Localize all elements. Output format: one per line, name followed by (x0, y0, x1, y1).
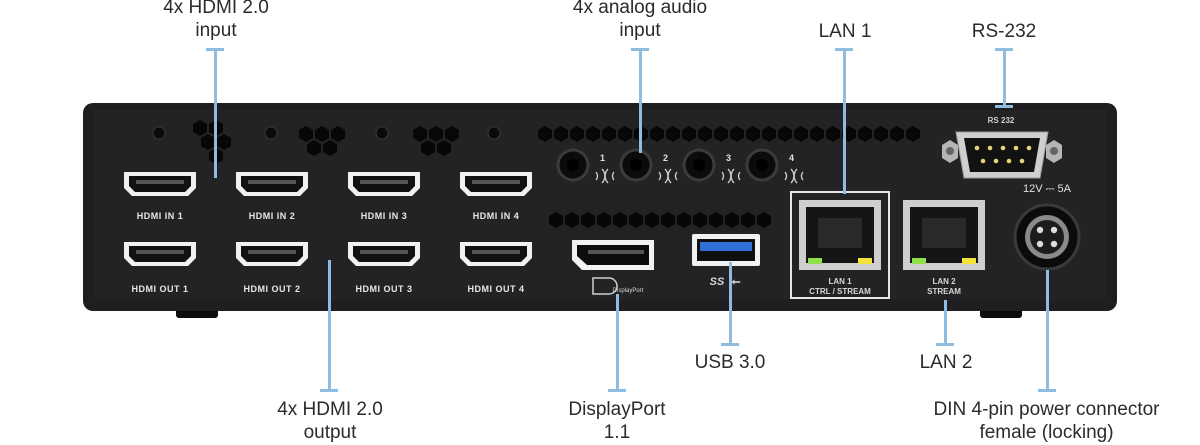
leader-hdmi-in-cap (206, 48, 224, 51)
leader-lan1 (843, 48, 846, 194)
callout-rs232: RS-232 (971, 21, 1037, 42)
callout-hdmi-output: 4x HDMI 2.0 output (230, 398, 430, 444)
displayport-logo-text: DisplayPort (612, 288, 644, 294)
vent-holes (193, 120, 920, 228)
power-rating-label: 12V ⎓ 5A (1023, 183, 1071, 195)
callout-displayport: DisplayPort 1.1 (527, 398, 707, 444)
usb-port (692, 234, 760, 266)
callout-usb: USB 3.0 (694, 352, 766, 373)
callout-power-line1: DIN 4-pin power connector (933, 399, 1160, 420)
callout-hdmi-input: 4x HDMI 2.0 input (116, 0, 316, 42)
leader-rs232 (1003, 48, 1006, 108)
callout-audio-input: 4x analog audio input (540, 0, 740, 42)
callout-power: DIN 4-pin power connector female (lockin… (905, 398, 1188, 444)
callout-hdmi-input-line2: input (195, 20, 237, 41)
callout-lan1: LAN 1 (818, 21, 872, 42)
callout-lan2: LAN 2 (919, 352, 973, 373)
callout-audio-input-line2: input (619, 20, 661, 41)
power-din-connector (1013, 203, 1081, 271)
hdmi-in-1-label: HDMI IN 1 (136, 211, 184, 221)
audio-jack-1-number: 1 (600, 153, 606, 163)
usb-ss-logo: SS (709, 276, 725, 288)
hdmi-in-ports (124, 172, 532, 196)
leader-hdmi-out (328, 260, 331, 392)
leader-power (1046, 270, 1049, 392)
leader-rs232-cap (995, 48, 1013, 51)
screws (152, 126, 501, 140)
hdmi-out-1-label: HDMI OUT 1 (131, 284, 189, 294)
leader-power-cap (1038, 389, 1056, 392)
lan1-port (790, 191, 890, 299)
callout-hdmi-output-line1: 4x HDMI 2.0 (277, 399, 383, 420)
hdmi-out-2-label: HDMI OUT 2 (243, 284, 301, 294)
hdmi-in-2-label: HDMI IN 2 (248, 211, 296, 221)
leader-displayport (616, 294, 619, 392)
rs232-panel-label: RS 232 (987, 116, 1015, 125)
callout-hdmi-output-line2: output (303, 422, 357, 443)
hdmi-out-3-label: HDMI OUT 3 (355, 284, 413, 294)
callout-displayport-line1: DisplayPort (568, 399, 666, 420)
hdmi-in-3-label: HDMI IN 3 (360, 211, 408, 221)
leader-hdmi-out-cap (320, 389, 338, 392)
leader-audio (639, 48, 642, 153)
lan1-panel-label-line2: CTRL / STREAM (809, 287, 871, 296)
leader-rs232-cap-bottom (995, 105, 1013, 108)
callout-displayport-line2: 1.1 (603, 422, 631, 443)
usb-trident-icon: ⭠ (731, 276, 741, 288)
hdmi-out-ports (124, 242, 532, 266)
leader-lan2-cap (936, 343, 954, 346)
hdmi-out-4-label: HDMI OUT 4 (467, 284, 525, 294)
callout-audio-input-line1: 4x analog audio (572, 0, 708, 18)
lan2-panel-label-line1: LAN 2 (932, 277, 956, 286)
audio-jack-3-number: 3 (726, 153, 732, 163)
callout-hdmi-input-line1: 4x HDMI 2.0 (163, 0, 269, 18)
audio-jack-2-number: 2 (663, 153, 669, 163)
hdmi-in-4-label: HDMI IN 4 (472, 211, 520, 221)
audio-jack-4-number: 4 (789, 153, 795, 163)
audio-jacks (556, 148, 804, 184)
lan2-panel-label-line2: STREAM (927, 287, 961, 296)
leader-displayport-cap (608, 389, 626, 392)
leader-lan2 (944, 300, 947, 346)
leader-hdmi-in (214, 48, 217, 178)
lan2-port (903, 200, 985, 270)
leader-usb (729, 262, 732, 346)
callout-power-line2: female (locking) (979, 422, 1114, 443)
rs232-port (942, 131, 1062, 179)
leader-usb-cap (721, 343, 739, 346)
leader-lan1-cap (835, 48, 853, 51)
lan1-panel-label-line1: LAN 1 (828, 277, 852, 286)
leader-audio-cap (631, 48, 649, 51)
displayport-port (572, 240, 654, 295)
